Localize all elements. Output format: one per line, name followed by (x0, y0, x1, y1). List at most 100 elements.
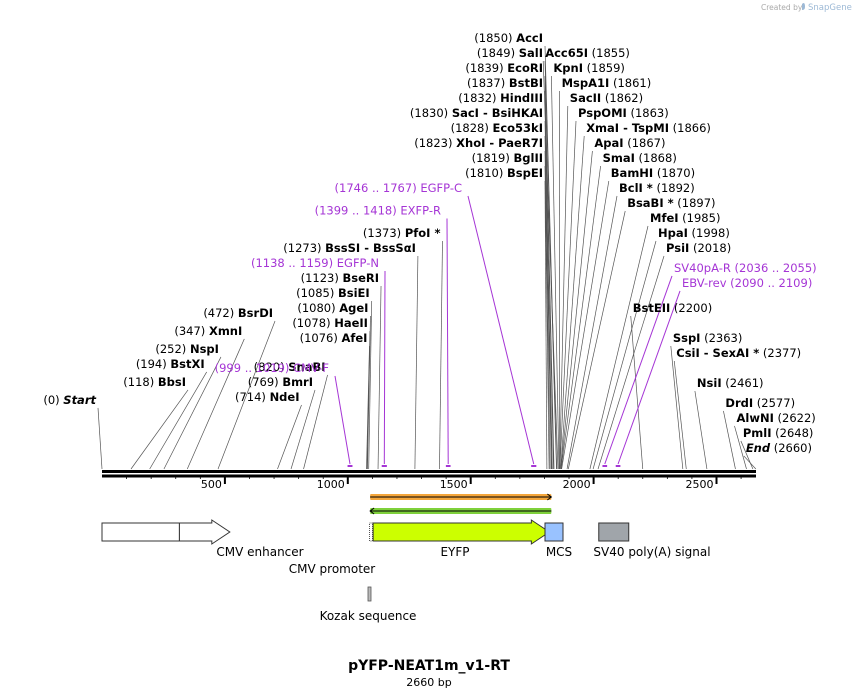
site-sali[interactable]: (1849) SalI (477, 46, 543, 60)
site-acci[interactable]: (1850) AccI (474, 31, 543, 45)
site-nspi[interactable]: (252) NspI (155, 342, 219, 356)
site-acc65i[interactable]: Acc65I (1855) (545, 46, 630, 60)
site-end[interactable]: End (2660) (746, 441, 812, 455)
site-bstbi[interactable]: (1837) BstBI (467, 76, 543, 90)
site-line-bglii (544, 165, 550, 470)
site-bglii[interactable]: (1819) BglII (472, 151, 543, 165)
primer-name: EGFP-N (337, 256, 379, 270)
site-xmai-tspmi[interactable]: XmaI - TspMI (1866) (586, 121, 711, 135)
site-mfei[interactable]: MfeI (1985) (650, 211, 720, 225)
svg-text:(1850) AccI: (1850) AccI (474, 31, 543, 45)
site-position: (1828) (451, 121, 493, 135)
site-alwni[interactable]: AlwNI (2622) (736, 411, 815, 425)
primer-name: EGFP-C (420, 181, 462, 195)
primer-name: SV40pA-R (674, 261, 731, 275)
svg-text:HpaI (1998): HpaI (1998) (658, 226, 730, 240)
site-sspi[interactable]: SspI (2363) (673, 331, 743, 345)
site-sacii[interactable]: SacII (1862) (570, 91, 643, 105)
svg-text:(0) Start: (0) Start (43, 393, 96, 407)
feature-mcs[interactable]: MCS (544, 522, 572, 559)
svg-text:SV40pA-R (2036 .. 2055): SV40pA-R (2036 .. 2055) (674, 261, 817, 275)
site-name: PmlI (743, 426, 772, 440)
site-csii-sexai[interactable]: CsiI - SexAI * (2377) (676, 346, 801, 360)
site-nsii[interactable]: NsiI (2461) (697, 376, 764, 390)
site-psii[interactable]: PsiI (2018) (666, 241, 731, 255)
site-saci-bsihkai[interactable]: (1830) SacI - BsiHKAI (410, 106, 543, 120)
primer-name: CMV-F (293, 361, 329, 375)
primer-egfp-n[interactable]: (1138 .. 1159) EGFP-N (251, 256, 379, 270)
site-position: (1868) (635, 151, 677, 165)
feature-cmv-enhancer[interactable]: CMV enhancer (101, 522, 304, 559)
site-name: MfeI (650, 211, 679, 225)
primer-line (604, 275, 673, 465)
site-bcli[interactable]: BclI * (1892) (619, 181, 695, 195)
site-bsteii[interactable]: BstEII (2200) (633, 301, 712, 315)
svg-text:BclI * (1892): BclI * (1892) (619, 181, 695, 195)
kozak-block (367, 586, 372, 602)
site-snabi[interactable]: (820) SnaBI (254, 360, 326, 374)
site-bsssi-bsss-i[interactable]: (1273) BssSI - BssSαI (283, 241, 416, 255)
site-ndei[interactable]: (714) NdeI (235, 390, 300, 404)
feature-sv40-poly-a-signal[interactable]: SV40 poly(A) signal (593, 522, 711, 559)
site-start[interactable]: (0) Start (43, 393, 96, 407)
site-smai[interactable]: SmaI (1868) (603, 151, 677, 165)
site-line-pfoi (439, 240, 443, 470)
primer-line (334, 375, 351, 465)
site-line-kpni (551, 75, 560, 470)
primer-cmv-f[interactable]: (999 .. 1019) CMV-F (215, 361, 329, 375)
site-xhoi-paer7i[interactable]: (1823) XhoI - PaeR7I (414, 136, 543, 150)
feature-cmv-promoter[interactable]: CMV promoter (178, 519, 375, 576)
site-apai[interactable]: ApaI (1867) (594, 136, 665, 150)
site-pmli[interactable]: PmlI (2648) (743, 426, 814, 440)
site-bstxi[interactable]: (194) BstXI (136, 357, 205, 371)
site-line-bsiei (368, 300, 373, 470)
site-eco53ki[interactable]: (1828) Eco53kI (451, 121, 543, 135)
site-line-bamhi (561, 180, 610, 470)
site-line-bstxi (149, 371, 207, 470)
site-bsabi[interactable]: BsaBI * (1897) (627, 196, 715, 210)
site-line-pspomi (559, 120, 577, 470)
feature-label: SV40 poly(A) signal (593, 545, 710, 559)
site-pspomi[interactable]: PspOMI (1863) (578, 106, 669, 120)
site-agei[interactable]: (1080) AgeI (297, 301, 368, 315)
site-hpai[interactable]: HpaI (1998) (658, 226, 730, 240)
site-afei[interactable]: (1076) AfeI (300, 331, 368, 345)
site-position: (252) (155, 342, 190, 356)
svg-text:PmlI (2648): PmlI (2648) (743, 426, 814, 440)
feature-label: MCS (546, 545, 572, 559)
site-kpni[interactable]: KpnI (1859) (553, 61, 625, 75)
site-bmri[interactable]: (769) BmrI (248, 375, 313, 389)
site-haeii[interactable]: (1078) HaeII (292, 316, 368, 330)
site-position: (714) (235, 390, 270, 404)
site-bseri[interactable]: (1123) BseRI (301, 271, 379, 285)
site-position: (1863) (627, 106, 669, 120)
site-bamhi[interactable]: BamHI (1870) (611, 166, 695, 180)
feature-kozak-sequence[interactable]: Kozak sequence (320, 522, 417, 623)
site-bbsi[interactable]: (118) BbsI (123, 375, 186, 389)
svg-text:SacII (1862): SacII (1862) (570, 91, 643, 105)
svg-text:(1839) EcoRI: (1839) EcoRI (465, 61, 543, 75)
backbone-top-strand (102, 470, 756, 473)
svg-text:PspOMI (1863): PspOMI (1863) (578, 106, 669, 120)
feature-shape (544, 522, 564, 542)
site-bspei[interactable]: (1810) BspEI (465, 166, 543, 180)
site-line-smai (560, 165, 601, 470)
primer-sv40pa-r[interactable]: SV40pA-R (2036 .. 2055) (674, 261, 817, 275)
site-drdi[interactable]: DrdI (2577) (725, 396, 795, 410)
site-name: SnaBI (288, 360, 325, 374)
svg-text:(1832) HindIII: (1832) HindIII (458, 91, 543, 105)
feature-eyfp[interactable]: EYFP (372, 519, 551, 559)
site-pfoi[interactable]: (1373) PfoI * (363, 226, 441, 240)
site-xmni[interactable]: (347) XmnI (174, 324, 242, 338)
site-name: NdeI (270, 390, 300, 404)
site-hindiii[interactable]: (1832) HindIII (458, 91, 543, 105)
site-ecori[interactable]: (1839) EcoRI (465, 61, 543, 75)
primer-ebv-rev[interactable]: EBV-rev (2090 .. 2109) (682, 276, 812, 290)
site-mspa1i[interactable]: MspA1I (1861) (562, 76, 652, 90)
primer-egfp-c[interactable]: (1746 .. 1767) EGFP-C (335, 181, 462, 195)
primer-exfp-r[interactable]: (1399 .. 1418) EXFP-R (315, 204, 441, 218)
feature-label: EYFP (440, 545, 469, 559)
site-bsrdi[interactable]: (472) BsrDI (203, 306, 273, 320)
site-bsiei[interactable]: (1085) BsiEI (296, 286, 370, 300)
site-name: AlwNI (736, 411, 773, 425)
